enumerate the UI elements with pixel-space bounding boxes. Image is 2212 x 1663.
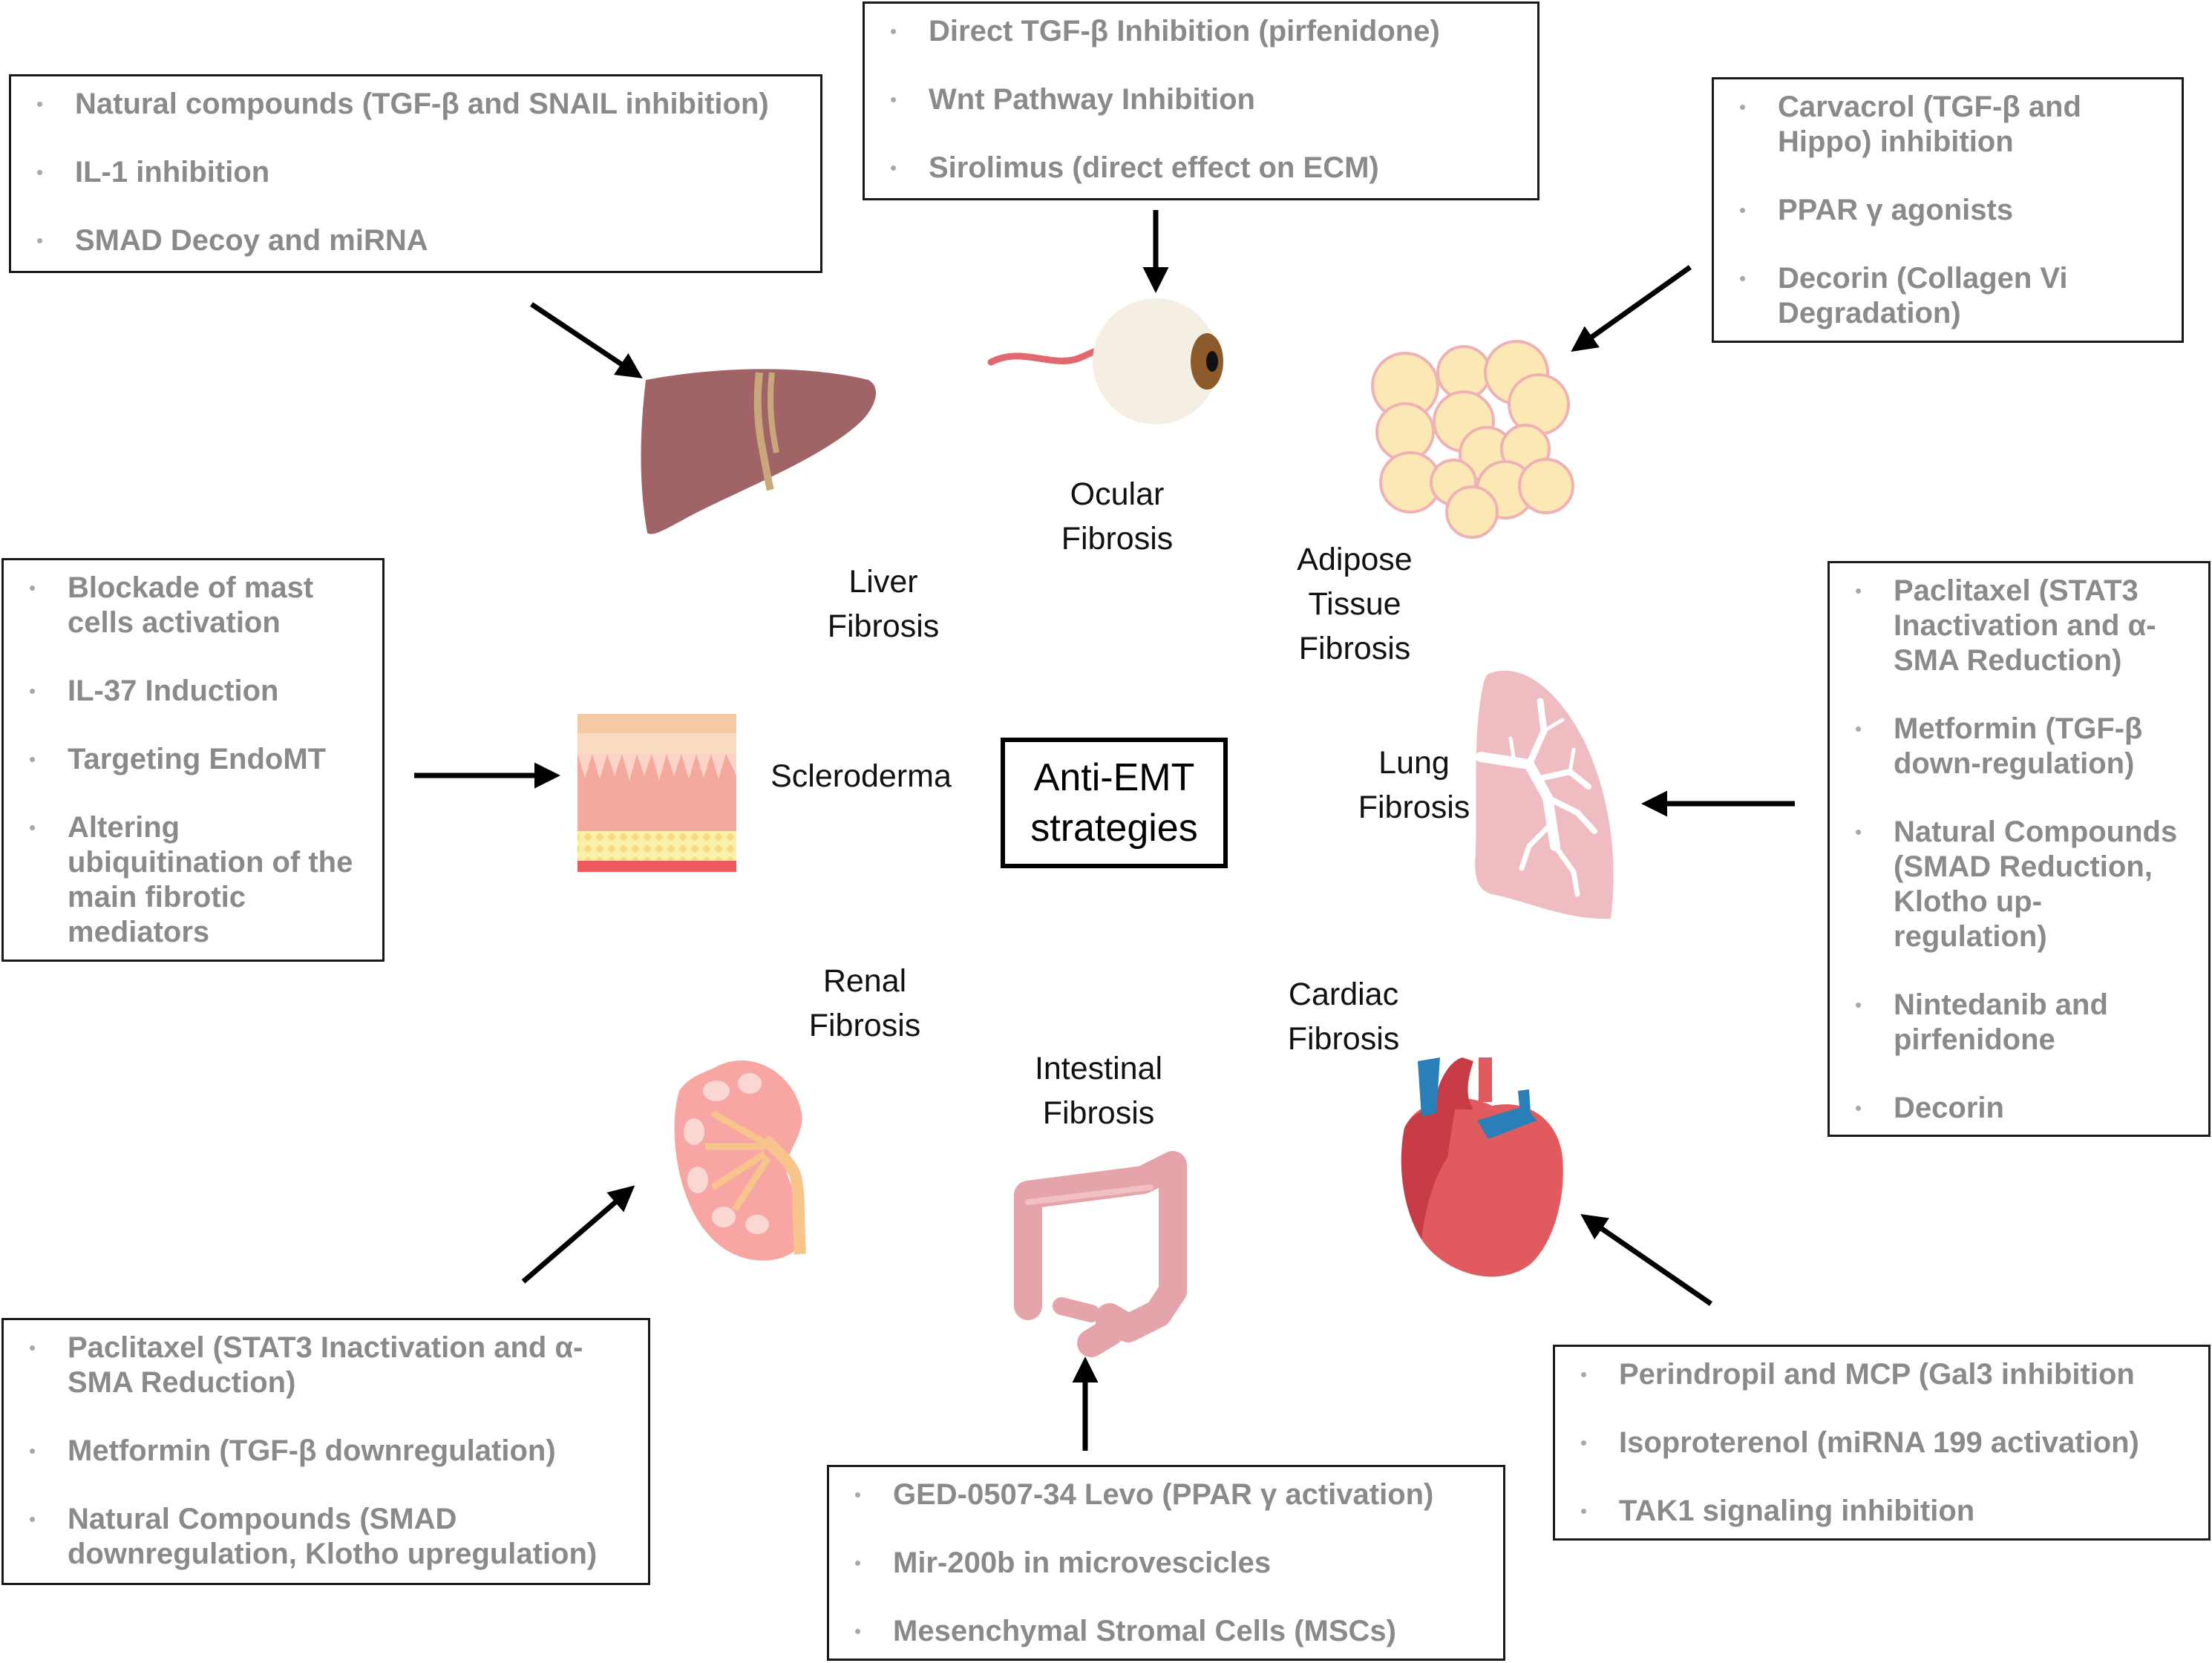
label-line: Fibrosis [1358, 790, 1470, 825]
list-item: Perindropil and MCP (Gal3 inhibition [1577, 1357, 2193, 1392]
heart-illustration [1401, 1057, 1563, 1277]
adipose-illustration [1371, 340, 1574, 539]
list-item: GED-0507-34 Levo (PPAR γ activation) [851, 1477, 1488, 1512]
list-item: Blockade of mast cells activation [26, 571, 367, 640]
label-line: Cardiac [1288, 977, 1399, 1012]
list-item: Metformin (TGF-β down-regulation) [1852, 712, 2193, 781]
intestinal-fibrosis-label: Intestinal Fibrosis [1013, 1046, 1184, 1135]
skin-illustration [577, 714, 736, 872]
list-item: Mir-200b in microvescicles [851, 1546, 1488, 1581]
list-item: Decorin (Collagen Vi Degradation) [1736, 261, 2167, 331]
ocular-fibrosis-label: Ocular Fibrosis [1032, 472, 1202, 561]
label-line: Tissue [1308, 586, 1401, 622]
label-line: Fibrosis [827, 609, 940, 644]
list-item: Isoproterenol (miRNA 199 activation) [1577, 1426, 2193, 1460]
liver-strategies-box: Natural compounds (TGF-β and SNAIL inhib… [9, 74, 822, 273]
arrows [414, 210, 1795, 1451]
list-item: Wnt Pathway Inhibition [887, 82, 1522, 117]
list-item: IL-37 Induction [26, 674, 367, 709]
liver-fibrosis-label: Liver Fibrosis [798, 560, 969, 649]
eye-illustration [987, 298, 1223, 424]
liver-illustration [641, 369, 877, 534]
label-line: Ocular [1070, 476, 1165, 512]
list-item: Altering ubiquitination of the main fibr… [26, 810, 367, 950]
intestinal-strategies-box: GED-0507-34 Levo (PPAR γ activation) Mir… [827, 1465, 1505, 1661]
adipose-strategies-box: Carvacrol (TGF-β and Hippo) inhibition P… [1712, 77, 2184, 343]
label-line: Lung [1378, 745, 1450, 781]
label-line: Adipose [1297, 542, 1413, 577]
scleroderma-strategies-box: Blockade of mast cells activation IL-37 … [1, 558, 385, 962]
renal-strategies-box: Paclitaxel (STAT3 Inactivation and α-SMA… [1, 1318, 650, 1585]
list-item: Decorin [1852, 1091, 2193, 1126]
list-item: SMAD Decoy and miRNA [33, 223, 805, 258]
list-item: Mesenchymal Stromal Cells (MSCs) [851, 1614, 1488, 1649]
label-line: Fibrosis [1287, 1021, 1400, 1057]
label-line: Fibrosis [1061, 521, 1174, 557]
lung-strategies-list: Paclitaxel (STAT3 Inactivation and α-SMA… [1852, 574, 2193, 1126]
list-item: Direct TGF-β Inhibition (pirfenidone) [887, 14, 1522, 49]
list-item: Nintedanib and pirfenidone [1852, 988, 2193, 1057]
list-item: PPAR γ agonists [1736, 193, 2167, 228]
renal-strategies-list: Paclitaxel (STAT3 Inactivation and α-SMA… [26, 1331, 633, 1572]
lung-fibrosis-label: Lung Fibrosis [1329, 741, 1499, 830]
cardiac-strategies-list: Perindropil and MCP (Gal3 inhibition Iso… [1577, 1357, 2193, 1529]
arrow-renal [521, 1185, 635, 1284]
label-line: Scleroderma [770, 758, 952, 794]
intestine-illustration [1014, 1151, 1187, 1357]
arrow-adipose [1571, 265, 1692, 352]
label-line: Intestinal [1034, 1051, 1163, 1086]
center-line: strategies [1030, 807, 1198, 850]
list-item: Carvacrol (TGF-β and Hippo) inhibition [1736, 90, 2167, 160]
list-item: Natural Compounds (SMAD downregulation, … [26, 1502, 633, 1572]
intestinal-strategies-list: GED-0507-34 Levo (PPAR γ activation) Mir… [851, 1477, 1488, 1649]
list-item: Targeting EndoMT [26, 742, 367, 777]
lung-illustration [1475, 670, 1614, 919]
cardiac-fibrosis-label: Cardiac Fibrosis [1258, 972, 1429, 1061]
label-line: Liver [848, 564, 918, 600]
list-item: Paclitaxel (STAT3 Inactivation and α-SMA… [1852, 574, 2193, 678]
label-line: Renal [822, 963, 907, 999]
anti-emt-strategies-box: Anti-EMT strategies [1001, 738, 1228, 868]
scleroderma-strategies-list: Blockade of mast cells activation IL-37 … [26, 571, 367, 950]
cardiac-strategies-box: Perindropil and MCP (Gal3 inhibition Iso… [1553, 1345, 2211, 1541]
list-item: IL-1 inhibition [33, 155, 805, 190]
label-line: Fibrosis [808, 1008, 921, 1043]
list-item: Sirolimus (direct effect on ECM) [887, 151, 1522, 186]
list-item: Natural Compounds (SMAD Reduction, Kloth… [1852, 815, 2193, 954]
adipose-fibrosis-label: Adipose Tissue Fibrosis [1269, 537, 1440, 671]
scleroderma-label: Scleroderma [757, 754, 965, 798]
arrow-liver [530, 302, 643, 378]
ocular-strategies-list: Direct TGF-β Inhibition (pirfenidone) Wn… [887, 14, 1522, 186]
adipose-strategies-list: Carvacrol (TGF-β and Hippo) inhibition P… [1736, 90, 2167, 331]
renal-fibrosis-label: Renal Fibrosis [779, 959, 950, 1048]
ocular-strategies-box: Direct TGF-β Inhibition (pirfenidone) Wn… [863, 1, 1539, 200]
list-item: TAK1 signaling inhibition [1577, 1494, 2193, 1529]
center-line: Anti-EMT [1033, 756, 1195, 799]
list-item: Natural compounds (TGF-β and SNAIL inhib… [33, 87, 805, 122]
lung-strategies-box: Paclitaxel (STAT3 Inactivation and α-SMA… [1827, 561, 2211, 1137]
list-item: Paclitaxel (STAT3 Inactivation and α-SMA… [26, 1331, 633, 1400]
arrow-cardiac [1580, 1214, 1712, 1306]
list-item: Metformin (TGF-β downregulation) [26, 1434, 633, 1469]
label-line: Fibrosis [1042, 1095, 1155, 1131]
label-line: Fibrosis [1298, 631, 1411, 666]
liver-strategies-list: Natural compounds (TGF-β and SNAIL inhib… [33, 87, 805, 258]
kidney-illustration [674, 1060, 806, 1261]
